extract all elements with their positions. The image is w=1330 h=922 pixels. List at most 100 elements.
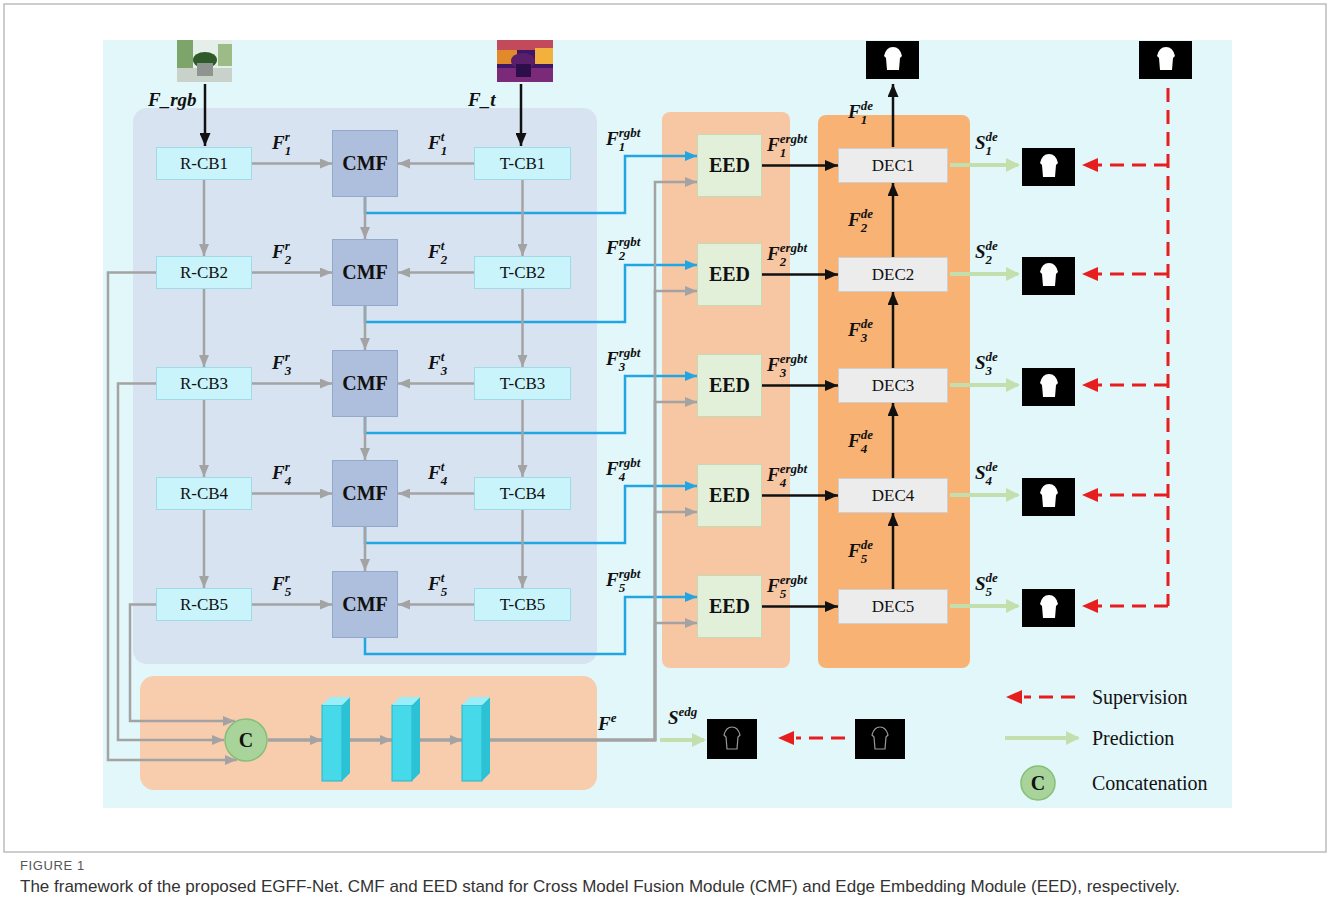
graphic-part (450, 735, 462, 745)
input-arrow (204, 84, 207, 146)
node-text: CMF (342, 152, 388, 175)
graphic-part (1082, 488, 1098, 502)
node-text: CMF (342, 372, 388, 395)
graphic-part (1022, 148, 1075, 186)
graphic-part (462, 705, 482, 781)
graphic-part (4, 4, 1326, 852)
figure-number: FIGURE 1 (20, 858, 85, 874)
superscript: edg (679, 704, 698, 719)
feature-label: F4ergbt (767, 463, 807, 487)
decoder-block: DEC1 (838, 148, 948, 183)
output-arrow (892, 84, 895, 147)
graphic-part (310, 735, 322, 745)
feature-label: F4r (272, 461, 290, 485)
graphic-part (778, 731, 794, 745)
thermal-conv-block: T-CB5 (474, 588, 571, 621)
connector-arrow (252, 603, 332, 606)
connector-arrow (398, 603, 474, 606)
graphic-part (462, 697, 490, 705)
decoder-block: DEC3 (838, 368, 948, 403)
graphic-part (1005, 736, 1078, 740)
prediction-label: S2de (975, 240, 998, 264)
fusion-module: CMF (332, 571, 398, 638)
node-text: EED (709, 154, 750, 177)
connector-arrow (364, 197, 367, 239)
node-text: CMF (342, 261, 388, 284)
fusion-module: CMF (332, 350, 398, 417)
feature-label: F5t (428, 572, 444, 596)
graphic-part (322, 705, 342, 781)
feature-label: F1r (272, 131, 290, 155)
connector-arrow (203, 510, 206, 588)
feature-label: F2t (428, 240, 444, 264)
superscript: de (986, 570, 998, 585)
superscript: de (861, 316, 873, 331)
graphic-part (322, 697, 350, 705)
ground-truth-map (1139, 41, 1192, 79)
prediction-label: S5de (975, 572, 998, 596)
input-arrow (520, 84, 523, 146)
feature-label: F3r (272, 351, 290, 375)
node-text: R-CB3 (180, 374, 228, 394)
connector-arrow (892, 183, 895, 257)
graphic-part (1082, 378, 1098, 392)
legend-text: Prediction (1092, 726, 1174, 750)
node-text: DEC5 (872, 597, 915, 617)
decoder-block: DEC2 (838, 257, 948, 292)
supervision-arrows (778, 88, 1168, 745)
decoder-block: DEC4 (838, 478, 948, 513)
node-text: DEC1 (872, 156, 915, 176)
node-text: T-CB2 (500, 263, 546, 283)
superscript: de (986, 349, 998, 364)
input-label: F_rgb (148, 88, 197, 112)
connector-arrow (398, 162, 474, 165)
superscript: de (861, 98, 873, 113)
connector-arrow (521, 510, 524, 588)
graphic-part (818, 115, 970, 668)
prediction-label: Sedg (668, 706, 697, 730)
connector-arrow (108, 273, 237, 761)
input-label: F_t (468, 88, 495, 112)
graphic-part (482, 697, 490, 781)
superscript: ergbt (780, 461, 807, 476)
graphic-part (660, 738, 704, 742)
connector-arrow (762, 164, 838, 167)
graphic-part (796, 737, 845, 740)
fusion-module: CMF (332, 239, 398, 306)
side-outputs (1022, 148, 1075, 627)
feature-label: F2ergbt (767, 242, 807, 266)
legend-text: Supervision (1092, 685, 1188, 709)
edge-prediction-map (707, 719, 757, 759)
conv-blocks (310, 697, 490, 781)
superscript: t (441, 459, 445, 474)
superscript: t (441, 349, 445, 364)
feature-label: Fe (598, 712, 616, 736)
node-text: CMF (342, 482, 388, 505)
superscript: rgbt (619, 566, 641, 581)
superscript: rgbt (619, 234, 641, 249)
circle-shape (225, 719, 267, 761)
graphic-part (218, 44, 232, 66)
thermal-conv-block: T-CB1 (474, 147, 571, 180)
connector-arrow (118, 384, 224, 741)
decoder-block: DEC5 (838, 589, 948, 624)
graphic-part (392, 697, 420, 705)
fusion-module: CMF (332, 460, 398, 527)
node-text: R-CB5 (180, 595, 228, 615)
connector-arrow (521, 400, 524, 477)
concat-circle: C (224, 718, 268, 762)
edge-ground-truth-map (855, 719, 905, 759)
connector-arrow (364, 527, 367, 571)
superscript: de (861, 427, 873, 442)
superscript: de (986, 129, 998, 144)
connector-arrow (762, 494, 838, 497)
edge-embedding-module: EED (697, 134, 762, 197)
rgb-input-image (177, 40, 232, 82)
superscript: de (861, 537, 873, 552)
figure-caption: The framework of the proposed EGFF-Net. … (20, 876, 1310, 897)
feature-label: F4de (848, 429, 873, 453)
feature-label: F1ergbt (767, 133, 807, 157)
feature-label: F4t (428, 461, 444, 485)
connector-arrow (268, 402, 697, 740)
connector-arrow (252, 162, 332, 165)
